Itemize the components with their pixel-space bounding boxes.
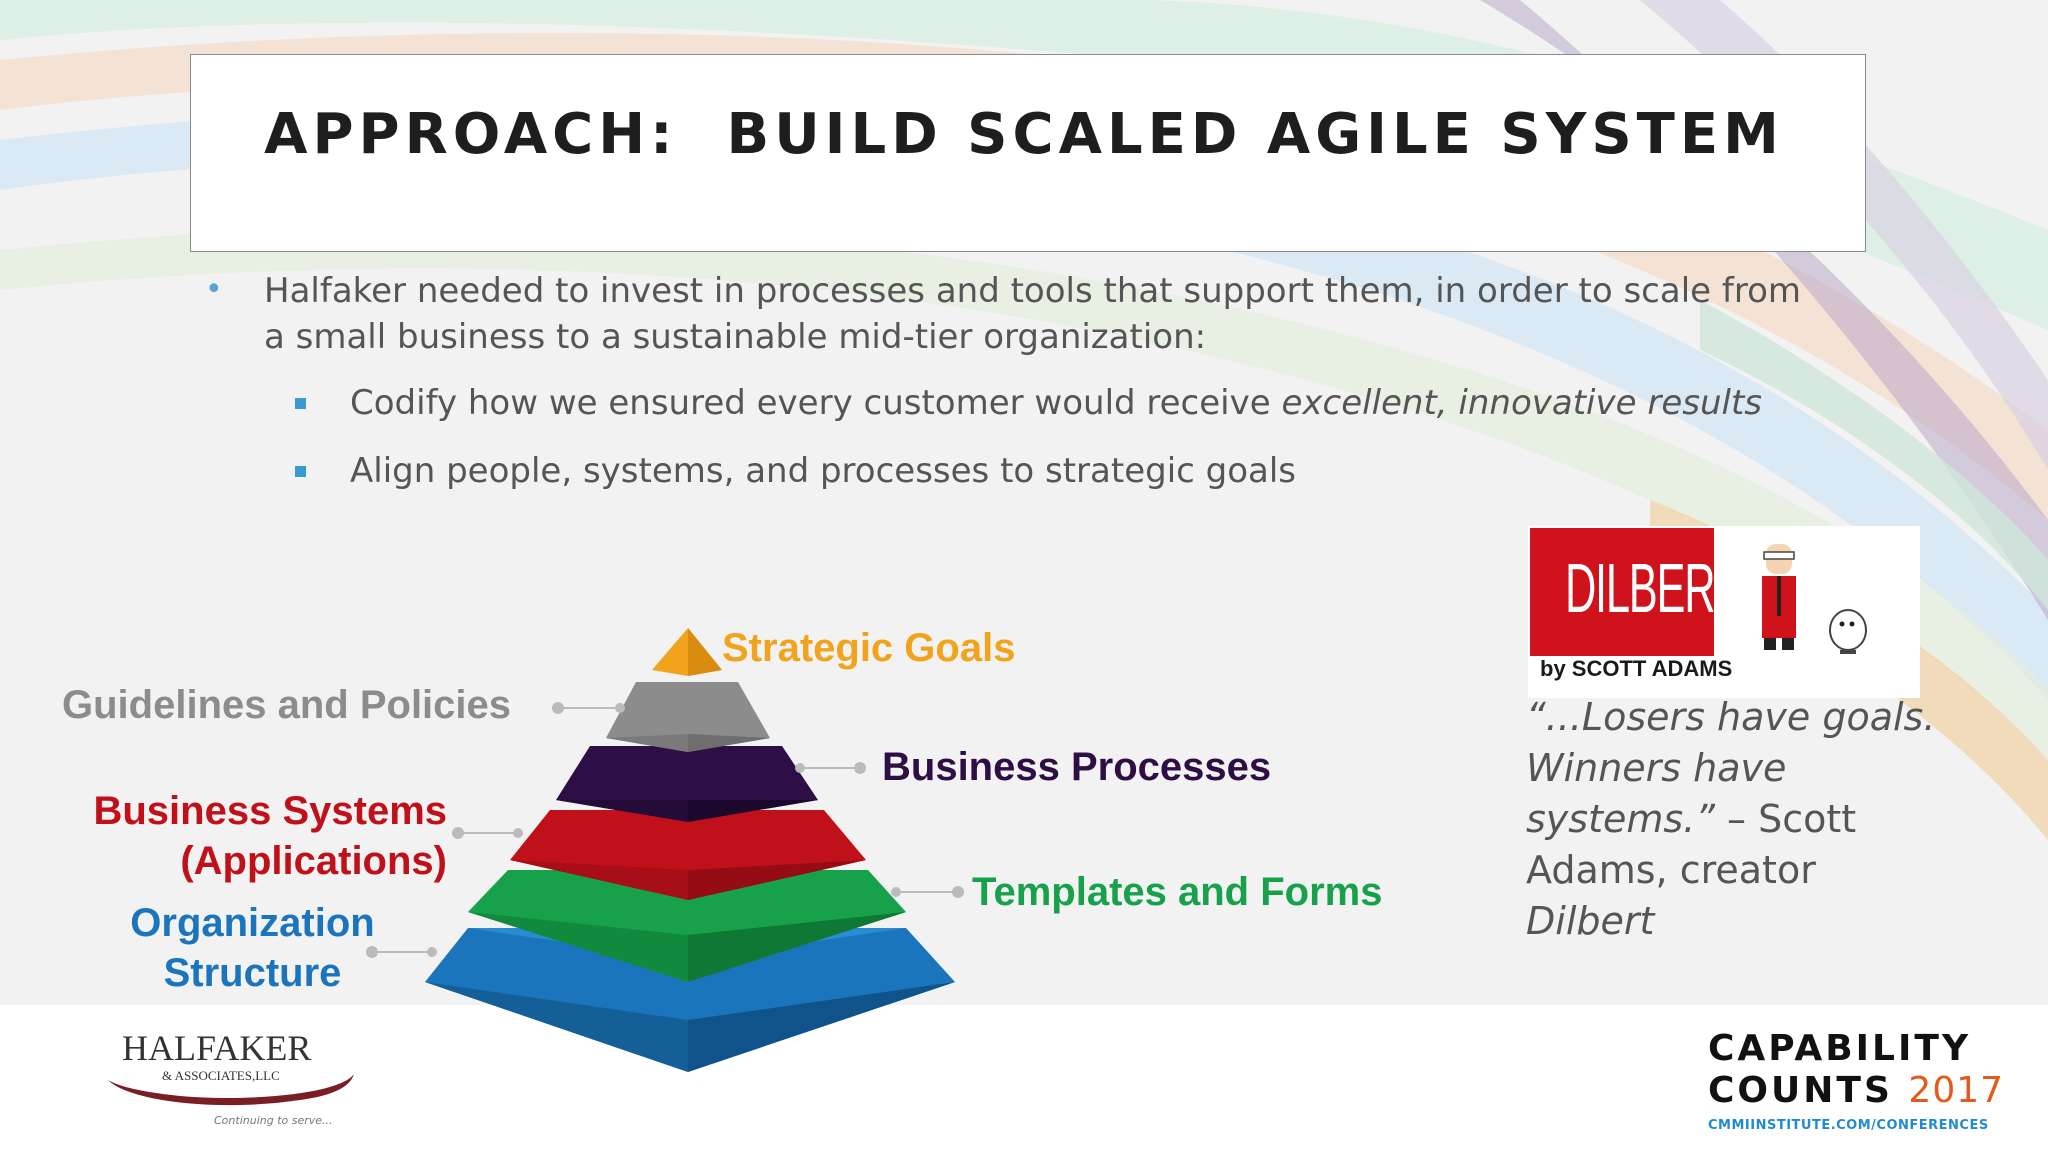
dilbert-quote: “...Losers have goals. Winners have syst… bbox=[1526, 692, 1946, 947]
dilbert-logo: DILBERT bbox=[1530, 528, 1740, 656]
label-organization-line1: Organization bbox=[130, 901, 375, 945]
footer-band bbox=[0, 1005, 2048, 1152]
capability-counts-logo: CAPABILITY COUNTS 2017 CMMIINSTITUTE.COM… bbox=[1708, 1028, 2008, 1133]
label-templates-forms: Templates and Forms bbox=[972, 870, 1383, 914]
bullet-dot: • bbox=[205, 272, 223, 307]
cap-line1: CAPABILITY bbox=[1708, 1028, 1972, 1069]
cap-url: CMMIINSTITUTE.COM/CONFERENCES bbox=[1708, 1118, 1989, 1133]
halfaker-sub: & ASSOCIATES,LLC bbox=[162, 1068, 280, 1083]
pyramid-level-green bbox=[468, 870, 906, 982]
dilbert-character-icon bbox=[1762, 544, 1867, 654]
slide-title: APPROACH: BUILD SCALED AGILE SYSTEM bbox=[264, 102, 1784, 167]
halfaker-tagline: Continuing to serve... bbox=[214, 1114, 333, 1127]
cap-line2: COUNTS 2017 bbox=[1708, 1070, 2008, 1112]
title-box bbox=[190, 54, 1866, 252]
label-guidelines-policies: Guidelines and Policies bbox=[62, 683, 512, 727]
sub-bullet-marker bbox=[295, 466, 306, 477]
label-business-processes: Business Processes bbox=[882, 745, 1272, 789]
cap-counts: COUNTS bbox=[1708, 1070, 1893, 1111]
pyramid-level-grey bbox=[606, 682, 770, 752]
sub-bullet-marker bbox=[295, 398, 306, 409]
cap-year: 2017 bbox=[1908, 1070, 2005, 1111]
dilbert-byline: by SCOTT ADAMS bbox=[1540, 656, 1733, 681]
pyramid-level-blue bbox=[425, 928, 955, 1072]
sub-bullet-2: Align people, systems, and processes to … bbox=[350, 451, 1297, 491]
label-business-systems: Business Systems (Applications) bbox=[72, 786, 447, 886]
quote-italic: “...Losers have goals. Winners have syst… bbox=[1526, 695, 1936, 841]
halfaker-name: HALFAKER bbox=[122, 1028, 311, 1068]
label-organization-structure: Organization Structure bbox=[110, 898, 395, 998]
label-business-systems-line1: Business Systems bbox=[93, 789, 447, 833]
sub-bullet-1: Codify how we ensured every customer wou… bbox=[350, 380, 1762, 426]
halfaker-logo: HALFAKER & ASSOCIATES,LLC Continuing to … bbox=[108, 1028, 354, 1127]
label-strategic-goals: Strategic Goals bbox=[722, 626, 1016, 670]
quote-attribution: – Scott Adams, creator bbox=[1526, 797, 1857, 892]
sub-bullet-1-plain: Codify how we ensured every customer wou… bbox=[350, 383, 1282, 423]
bullet-main-text: Halfaker needed to invest in processes a… bbox=[264, 271, 1801, 357]
dilbert-logo-text: DILBERT bbox=[1564, 549, 1740, 627]
quote-source: Dilbert bbox=[1526, 899, 1655, 943]
label-business-systems-line2: (Applications) bbox=[180, 839, 447, 883]
sub-bullet-1-italic: excellent, innovative results bbox=[1281, 383, 1763, 423]
label-organization-line2: Structure bbox=[163, 951, 342, 995]
